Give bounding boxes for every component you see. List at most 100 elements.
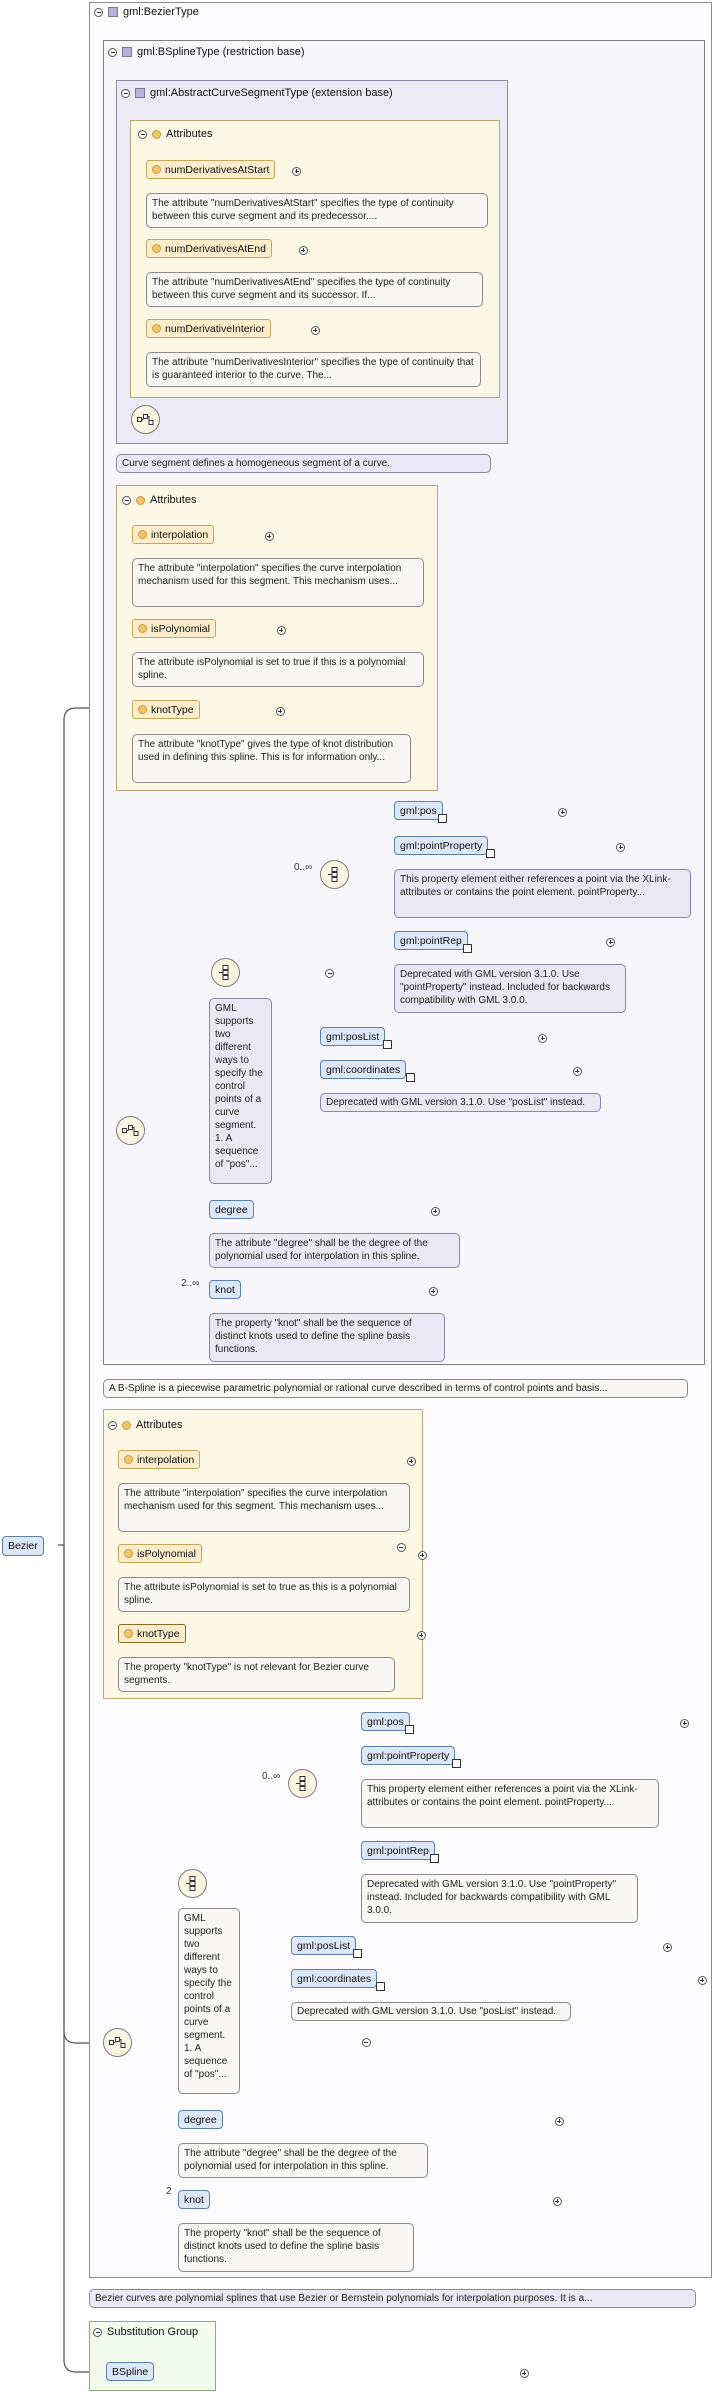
expand-icon[interactable]: [264, 531, 274, 541]
doc-note: The attribute "interpolation" specifies …: [118, 1483, 410, 1532]
substitution-group-header[interactable]: Substitution Group: [93, 2326, 198, 2338]
collapse-icon[interactable]: [325, 968, 335, 978]
substitution-group-title: Substitution Group: [107, 2326, 199, 2338]
collapse-icon[interactable]: [108, 1420, 117, 1430]
element-gml-pos[interactable]: gml:pos: [361, 1712, 410, 1731]
element-knot[interactable]: knot: [178, 2190, 210, 2209]
attribute-icon: [124, 1455, 133, 1464]
expand-icon[interactable]: [616, 842, 626, 852]
element-gml-pos[interactable]: gml:pos: [394, 801, 443, 820]
sequence-icon[interactable]: [116, 1116, 145, 1145]
attribute-numDerivativesAtEnd[interactable]: numDerivativesAtEnd: [146, 239, 272, 258]
expand-icon[interactable]: [554, 2116, 564, 2126]
doc-note: The attribute "degree" shall be the degr…: [178, 2143, 428, 2178]
element-label: Bezier: [8, 1540, 38, 1552]
expand-icon[interactable]: [697, 1975, 707, 1985]
element-gml-pointProperty[interactable]: gml:pointProperty: [361, 1746, 456, 1765]
reference-arrow-icon: [353, 1949, 362, 1958]
bezier-attributes-header[interactable]: Attributes: [108, 1419, 182, 1431]
attribute-numDerivativeInterior[interactable]: numDerivativeInterior: [146, 319, 271, 338]
bspline-type-header[interactable]: gml:BSplineType (restriction base): [108, 46, 305, 58]
bspline-type-title: gml:BSplineType (restriction base): [137, 46, 305, 58]
element-label: BSpline: [112, 2365, 149, 2378]
choice-icon[interactable]: [211, 958, 240, 987]
element-label: gml:pointProperty: [400, 839, 483, 852]
expand-icon[interactable]: [680, 1718, 690, 1728]
collapse-icon[interactable]: [361, 2037, 371, 2047]
complex-type-icon: [108, 7, 118, 17]
abstract-curve-segment-header[interactable]: gml:AbstractCurveSegmentType (extension …: [121, 87, 393, 99]
attribute-knotType[interactable]: knotType: [132, 700, 200, 719]
attribute-numDerivativesAtStart[interactable]: numDerivativesAtStart: [146, 160, 276, 179]
attribute-icon: [138, 624, 147, 633]
attribute-label: isPolynomial: [137, 1547, 196, 1560]
element-degree[interactable]: degree: [178, 2110, 223, 2129]
collapse-icon[interactable]: [93, 2327, 102, 2337]
expand-icon[interactable]: [552, 2196, 562, 2206]
expand-icon[interactable]: [519, 2368, 529, 2378]
element-degree[interactable]: degree: [209, 1200, 254, 1219]
element-gml-posList[interactable]: gml:posList: [291, 1936, 357, 1955]
element-gml-coordinates[interactable]: gml:coordinates: [320, 1060, 407, 1079]
element-gml-pointRep[interactable]: gml:pointRep: [394, 931, 468, 950]
element-bspline[interactable]: BSpline: [106, 2362, 155, 2381]
attribute-interpolation[interactable]: interpolation: [118, 1450, 201, 1469]
element-gml-pointProperty[interactable]: gml:pointProperty: [394, 836, 489, 855]
collapse-icon[interactable]: [122, 495, 131, 505]
expand-icon[interactable]: [417, 1550, 427, 1560]
expand-icon[interactable]: [572, 1066, 582, 1076]
element-label: gml:coordinates: [326, 1063, 401, 1076]
expand-icon[interactable]: [538, 1033, 548, 1043]
abstract-curve-segment-title: gml:AbstractCurveSegmentType (extension …: [150, 87, 393, 99]
element-gml-posList[interactable]: gml:posList: [320, 1027, 386, 1046]
sequence-icon[interactable]: [103, 2028, 132, 2057]
collapse-icon[interactable]: [94, 7, 103, 17]
element-label: gml:pointRep: [400, 934, 462, 947]
element-knot[interactable]: knot: [209, 1280, 241, 1299]
expand-icon[interactable]: [606, 937, 616, 947]
doc-note: The attribute "numDerivativesInterior" s…: [146, 352, 481, 387]
doc-note: The attribute isPolynomial is set to tru…: [118, 1577, 410, 1612]
choice-doc-note: GML supports two different ways to speci…: [178, 1908, 240, 2094]
expand-icon[interactable]: [663, 1942, 673, 1952]
doc-note: The attribute "interpolation" specifies …: [132, 558, 424, 607]
doc-note: Deprecated with GML version 3.1.0. Use "…: [361, 1874, 638, 1923]
expand-icon[interactable]: [430, 1206, 440, 1216]
collapse-icon[interactable]: [396, 1542, 406, 1552]
choice-icon[interactable]: [288, 1769, 317, 1798]
bezier-type-header[interactable]: gml:BezierType: [94, 6, 199, 18]
any-attribute-icon[interactable]: [131, 405, 160, 434]
attribute-icon: [124, 1549, 133, 1558]
expand-icon[interactable]: [275, 706, 285, 716]
expand-icon[interactable]: [310, 325, 320, 335]
expand-icon[interactable]: [416, 1630, 426, 1640]
doc-note: The attribute "numDerivativesAtEnd" spec…: [146, 272, 483, 307]
bspline-attributes-header[interactable]: Attributes: [122, 494, 196, 506]
sequence-glyph: [137, 414, 154, 425]
attribute-interpolation[interactable]: interpolation: [132, 525, 215, 544]
expand-icon[interactable]: [298, 245, 308, 255]
attributes-title: Attributes: [136, 1419, 183, 1431]
expand-icon[interactable]: [292, 166, 301, 176]
element-gml-coordinates[interactable]: gml:coordinates: [291, 1969, 378, 1988]
bezier-type-title: gml:BezierType: [123, 6, 199, 18]
choice-icon[interactable]: [178, 1869, 207, 1898]
element-label: knot: [215, 1283, 235, 1296]
choice-icon[interactable]: [320, 860, 349, 889]
collapse-icon[interactable]: [138, 129, 147, 139]
expand-icon[interactable]: [558, 807, 568, 817]
collapse-icon[interactable]: [108, 47, 117, 57]
attribute-isPolynomial[interactable]: isPolynomial: [132, 619, 216, 638]
expand-icon[interactable]: [276, 625, 286, 635]
collapse-icon[interactable]: [121, 88, 130, 98]
root-element-bezier[interactable]: Bezier: [2, 1536, 44, 1556]
attribute-isPolynomial[interactable]: isPolynomial: [118, 1544, 202, 1563]
element-label: gml:pointProperty: [367, 1749, 450, 1762]
doc-note: The attribute "knotType" gives the type …: [132, 734, 411, 783]
element-gml-pointRep[interactable]: gml:pointRep: [361, 1841, 435, 1860]
attribute-group-icon: [152, 129, 161, 139]
expand-icon[interactable]: [406, 1456, 416, 1466]
acs-attributes-header[interactable]: Attributes: [138, 128, 212, 140]
attribute-knotType[interactable]: knotType: [118, 1624, 186, 1643]
expand-icon[interactable]: [428, 1286, 438, 1296]
